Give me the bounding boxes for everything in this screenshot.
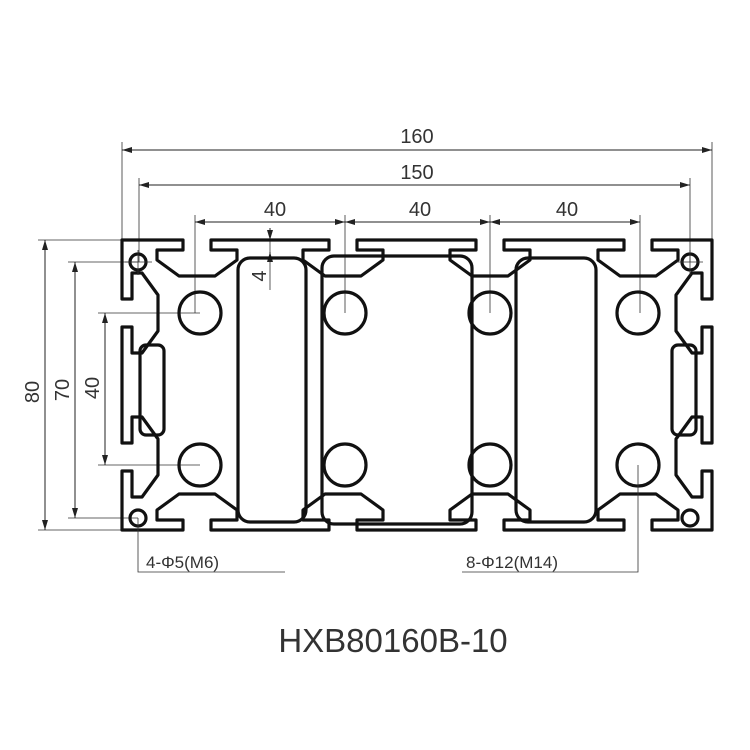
core-hole <box>177 290 223 336</box>
cavity-3 <box>514 256 598 524</box>
core-hole <box>615 290 661 336</box>
dim-text-70: 70 <box>52 379 74 401</box>
core-hole <box>322 290 368 336</box>
dim-text-40-b: 40 <box>409 199 431 221</box>
extension-lines <box>38 142 713 531</box>
callout-corner-holes: 4-Φ5(M6) <box>137 518 285 573</box>
callout-core-holes: 8-Φ12(M14) <box>462 465 639 573</box>
dim-text-40-c: 40 <box>556 199 578 221</box>
callout-text-corner-holes: 4-Φ5(M6) <box>146 553 219 572</box>
cavity-right <box>670 343 698 437</box>
dimension-lines <box>42 147 712 530</box>
cavity-left <box>138 343 166 437</box>
corner-hole <box>680 508 700 528</box>
cavity-1 <box>236 256 308 524</box>
dim-text-4: 4 <box>249 270 271 281</box>
profile-outline <box>120 238 714 532</box>
core-hole <box>322 442 368 488</box>
dim-text-160: 160 <box>400 126 433 148</box>
core-hole <box>467 290 513 336</box>
dim-text-40-a: 40 <box>264 199 286 221</box>
dim-text-40-v: 40 <box>82 377 104 399</box>
dim-text-80: 80 <box>22 381 44 403</box>
core-hole <box>467 442 513 488</box>
aluminum-profile-section <box>120 238 714 532</box>
dim-text-150: 150 <box>400 162 433 184</box>
hole-centerlines <box>125 250 703 275</box>
part-number-title: HXB80160B-10 <box>278 622 507 659</box>
core-hole <box>177 442 223 488</box>
callout-text-core-holes: 8-Φ12(M14) <box>466 553 558 572</box>
cavity-2 <box>320 254 474 526</box>
